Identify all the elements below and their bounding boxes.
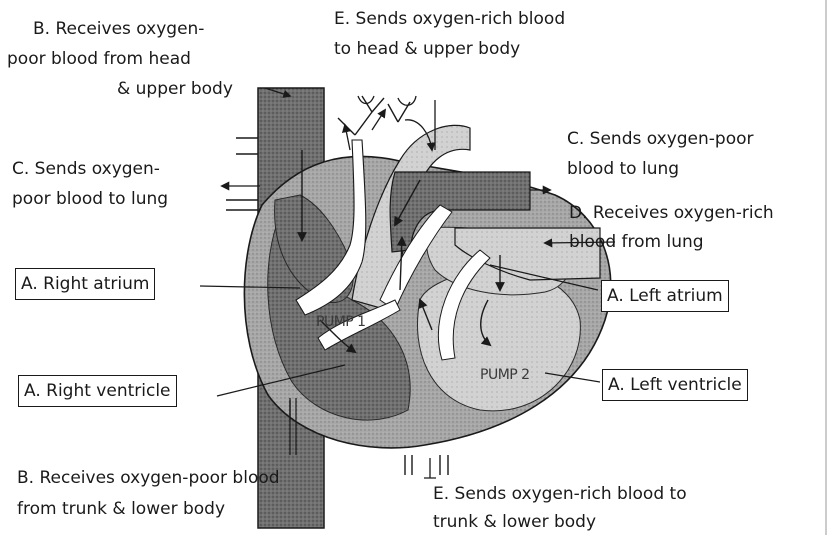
label-b-top-1: B. Receives oxygen- xyxy=(33,18,204,41)
label-b-bottom-2: from trunk & lower body xyxy=(17,498,225,521)
label-e-top-1: E. Sends oxygen-rich blood xyxy=(334,8,565,31)
box-right-ventricle: A. Right ventricle xyxy=(18,375,177,407)
bottom-vessel-lines xyxy=(405,455,448,475)
label-e-top-2: to head & upper body xyxy=(334,38,520,61)
box-right-atrium: A. Right atrium xyxy=(15,268,155,300)
label-b-top-2: poor blood from head xyxy=(7,48,191,71)
aorta-bottom-arrow xyxy=(424,458,436,478)
label-b-bottom-1: B. Receives oxygen-poor blood xyxy=(17,467,280,490)
box-left-atrium: A. Left atrium xyxy=(601,280,729,312)
label-c-right-1: C. Sends oxygen-poor xyxy=(567,128,754,151)
label-e-bottom-1: E. Sends oxygen-rich blood to xyxy=(433,483,687,506)
box-left-ventricle: A. Left ventricle xyxy=(602,369,748,401)
label-d-right-1: D. Receives oxygen-rich xyxy=(569,202,774,225)
arrow-up-2 xyxy=(372,110,385,130)
vessel-top-2 xyxy=(398,96,416,105)
aortic-branches xyxy=(338,96,410,135)
label-c-left-2: poor blood to lung xyxy=(12,188,168,211)
label-pump-1: PUMP 1 xyxy=(316,314,366,330)
label-d-right-2: blood from lung xyxy=(569,231,704,254)
label-c-right-2: blood to lung xyxy=(567,158,679,181)
left-vessel-lines xyxy=(226,138,258,210)
label-e-bottom-2: trunk & lower body xyxy=(433,511,596,534)
label-c-left-1: C. Sends oxygen- xyxy=(12,158,160,181)
label-pump-2: PUMP 2 xyxy=(480,367,530,383)
label-b-top-3: & upper body xyxy=(117,78,233,101)
